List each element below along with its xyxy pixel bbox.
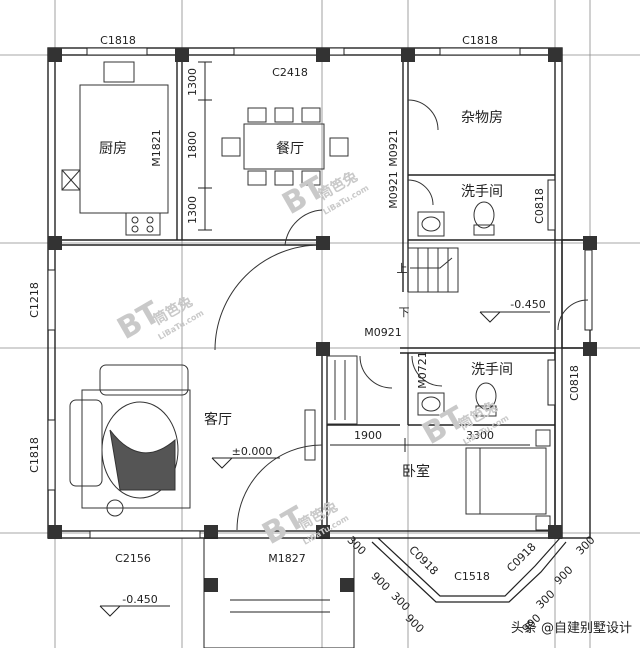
door-label-m1821: M1821 [150,129,163,167]
window-label-c0818-upper: C0818 [533,188,546,224]
dimension-300-d: 300 [534,588,558,612]
entrance-porch [203,537,355,648]
room-label-washroom-upper: 洗手间 [461,184,503,200]
elevation-floor-zero: ±0.000 [232,445,273,458]
door-label-m0921-b: M0921 [387,171,400,209]
door-label-m1827: M1827 [268,552,306,565]
washroom-fixtures [417,201,497,417]
dimension-1900: 1900 [354,429,382,442]
dining-table [221,107,349,186]
room-label-bedroom: 卧室 [402,463,430,480]
columns [48,48,597,592]
window-label-c1818-top-left: C1818 [100,34,136,47]
window-label-c2418: C2418 [272,66,308,79]
window-label-c0918-left: C0918 [406,543,440,577]
room-label-kitchen: 厨房 [99,141,127,157]
window-label-c1818-left: C1818 [28,437,41,473]
window-label-c1518: C1518 [454,570,490,583]
wardrobe [304,355,358,461]
dimension-1300-top: 1300 [186,68,199,96]
door-label-m0921-c: M0921 [364,326,402,339]
dimension-300-a: 300 [344,534,368,558]
room-label-dining: 餐厅 [276,141,304,157]
elevation-east: -0.450 [510,298,545,311]
window-label-c0918-right: C0918 [504,540,538,574]
dimension-300-c: 300 [574,534,598,558]
dimension-1800: 1800 [186,131,199,159]
dimension-3300: 3300 [466,429,494,442]
dimension-lines [198,61,530,452]
bed [465,429,551,531]
dimension-900-a: 900 [368,570,392,594]
dimension-300-b: 300 [388,590,412,614]
window-label-c2156: C2156 [115,552,151,565]
door-label-m0921-a: M0921 [387,129,400,167]
door-swings [214,99,589,531]
stairs [407,247,459,293]
dimension-900-b: 900 [402,612,426,636]
door-label-m0721: M0721 [416,351,429,389]
stair-label-up: 上 [397,262,408,275]
window-label-c1818-top-right: C1818 [462,34,498,47]
elevation-markers [99,311,550,617]
room-label-living: 客厅 [204,411,232,428]
bay-window [371,537,567,603]
window-label-c0818-lower: C0818 [568,365,581,401]
elevation-south: -0.450 [122,593,157,606]
kitchen-counter [61,61,169,236]
footer-credit: 头条 @自建别墅设计 [511,620,632,636]
dimension-1300-bottom: 1300 [186,196,199,224]
room-label-washroom-lower: 洗手间 [471,362,513,378]
watermark-group: BT 筒笆兔 LiBaTu.com BT 筒笆兔 LiBaTu.com BT 筒… [112,168,511,552]
stair-label-down: 下 [399,306,410,319]
window-label-c1218: C1218 [28,282,41,318]
room-label-storage: 杂物房 [461,110,503,126]
sofa-set [69,364,191,517]
